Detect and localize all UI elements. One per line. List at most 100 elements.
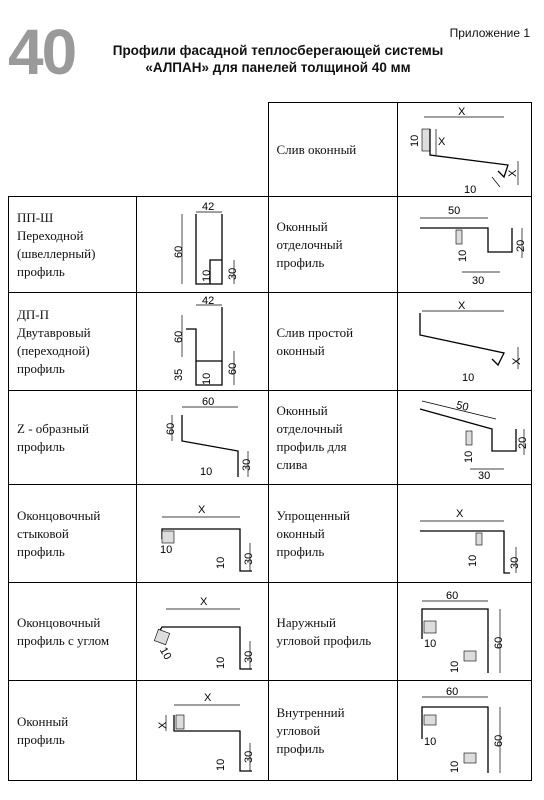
empty-cell (8, 102, 269, 197)
table-row: Оконцовочный стыковой профиль X 10 10 30… (8, 484, 532, 583)
profile-drawing: X 10 10 30 (160, 504, 255, 572)
svg-text:30: 30 (243, 650, 255, 662)
profile-name-window-sill: Слив оконный (267, 102, 398, 197)
drawing-end-angle: X 10 10 30 (135, 582, 269, 681)
svg-text:10: 10 (409, 134, 421, 146)
svg-text:X: X (458, 106, 466, 118)
svg-text:X: X (438, 136, 446, 148)
drawing-inner-corner: 60 10 60 10 (397, 680, 532, 781)
profile-drawing: X X 10 (418, 300, 523, 384)
svg-text:10: 10 (215, 656, 227, 668)
table-row: Слив оконный X X X 10 10 (8, 102, 532, 197)
profile-drawing: 60 10 60 10 (420, 686, 505, 773)
profile-name-simple-sill: Слив простой оконный (267, 292, 398, 391)
svg-text:50: 50 (454, 399, 469, 414)
drawing-dp-p: 42 60 35 10 60 (135, 292, 269, 391)
table-row: ПП-Ш Переходной (швеллерный) профиль 42 … (8, 196, 532, 293)
svg-text:10: 10 (424, 736, 436, 748)
profile-drawing: X X X 10 10 (409, 106, 519, 195)
profile-name-dp-p: ДП-П Двутавровый (переходной) профиль (8, 292, 137, 391)
appendix-label: Приложение 1 (449, 26, 530, 40)
profile-name-end-angle: Оконцовочный профиль с углом (8, 582, 137, 681)
svg-text:10: 10 (160, 544, 172, 556)
profile-drawing: X 10 10 30 (153, 596, 255, 670)
svg-text:60: 60 (446, 590, 458, 602)
profile-name-window: Оконный профиль (8, 680, 137, 781)
svg-text:30: 30 (243, 552, 255, 564)
profile-name-window-trim: Оконный отделочный профиль (267, 196, 398, 293)
profile-name-end-butt: Оконцовочный стыковой профиль (8, 484, 137, 583)
table-row: Оконный профиль X X 10 30 Внутренний угл… (8, 680, 532, 781)
profile-name-z: Z - образный профиль (8, 390, 137, 485)
svg-text:10: 10 (201, 372, 213, 384)
profile-name-pp-sh: ПП-Ш Переходной (швеллерный) профиль (8, 196, 137, 293)
svg-text:50: 50 (448, 205, 460, 217)
svg-text:10: 10 (464, 184, 476, 195)
table-row: ДП-П Двутавровый (переходной) профиль 42… (8, 292, 532, 391)
svg-text:60: 60 (446, 686, 458, 698)
drawing-z: 60 60 10 30 (135, 390, 269, 485)
profile-drawing: X X 10 30 (157, 692, 255, 772)
svg-text:X: X (200, 596, 208, 608)
svg-text:42: 42 (202, 295, 214, 307)
svg-text:X: X (507, 169, 519, 177)
profile-drawing: 60 10 60 10 (420, 590, 505, 673)
svg-text:10: 10 (457, 249, 469, 261)
svg-text:X: X (456, 508, 464, 520)
svg-text:60: 60 (173, 330, 185, 342)
drawing-simplified-window: X 10 30 (397, 484, 532, 583)
svg-text:10: 10 (463, 450, 475, 462)
svg-text:10: 10 (215, 556, 227, 568)
profile-name-inner-corner: Внутренний угловой профиль (267, 680, 398, 781)
profile-drawing: X 10 30 (419, 508, 521, 574)
profiles-table: Слив оконный X X X 10 10 ПП-Ш Переходной… (8, 102, 532, 781)
svg-text:20: 20 (517, 436, 529, 448)
title-line-2: «АЛПАН» для панелей толщиной 40 мм (145, 60, 411, 75)
svg-text:60: 60 (493, 636, 505, 648)
page-title: Профили фасадной теплосберегающей систем… (78, 42, 478, 76)
svg-text:20: 20 (515, 239, 527, 251)
svg-text:30: 30 (478, 470, 490, 482)
profile-drawing: 50 20 10 30 (419, 205, 527, 287)
svg-text:X: X (157, 721, 169, 729)
drawing-window-sill: X X X 10 10 (397, 102, 532, 197)
drawing-simple-sill: X X 10 (397, 292, 532, 391)
drawing-pp-sh: 42 60 10 30 (135, 196, 269, 293)
svg-text:10: 10 (424, 638, 436, 650)
drawing-end-butt: X 10 10 30 (135, 484, 269, 583)
profile-name-simplified-window: Упрощенный оконный профиль (267, 484, 398, 583)
profile-drawing: 60 60 10 30 (165, 396, 253, 478)
svg-text:X: X (198, 504, 206, 516)
svg-text:10: 10 (467, 554, 479, 566)
title-line-1: Профили фасадной теплосберегающей систем… (112, 43, 444, 58)
drawing-outer-corner: 60 10 60 10 (397, 582, 532, 681)
svg-text:60: 60 (227, 362, 239, 374)
thickness-number: 40 (8, 16, 77, 88)
svg-text:60: 60 (202, 396, 214, 408)
svg-text:60: 60 (493, 734, 505, 746)
svg-text:30: 30 (227, 267, 239, 279)
svg-text:X: X (511, 357, 523, 365)
svg-text:10: 10 (449, 660, 461, 672)
drawing-window: X X 10 30 (135, 680, 269, 781)
svg-text:30: 30 (241, 458, 253, 470)
svg-text:10: 10 (462, 372, 474, 384)
svg-text:10: 10 (215, 758, 227, 770)
svg-text:X: X (204, 692, 212, 704)
svg-text:10: 10 (201, 269, 213, 281)
profile-drawing: 42 60 10 30 (173, 201, 239, 285)
svg-text:42: 42 (202, 201, 214, 213)
table-row: Оконцовочный профиль с углом X 10 10 30 … (8, 582, 532, 681)
svg-text:60: 60 (173, 245, 185, 257)
svg-text:60: 60 (165, 422, 177, 434)
table-row: Z - образный профиль 60 60 10 30 Оконный… (8, 390, 532, 485)
drawing-trim-for-sill: 50 20 10 30 (397, 390, 532, 485)
profile-drawing: 42 60 35 10 60 (173, 295, 239, 386)
profile-name-outer-corner: Наружный угловой профиль (267, 582, 398, 681)
svg-text:10: 10 (157, 645, 174, 662)
drawing-window-trim: 50 20 10 30 (397, 196, 532, 293)
svg-text:35: 35 (173, 368, 185, 380)
profile-name-trim-for-sill: Оконный отделочный профиль для слива (267, 390, 398, 485)
svg-text:10: 10 (200, 466, 212, 478)
svg-text:10: 10 (449, 760, 461, 772)
